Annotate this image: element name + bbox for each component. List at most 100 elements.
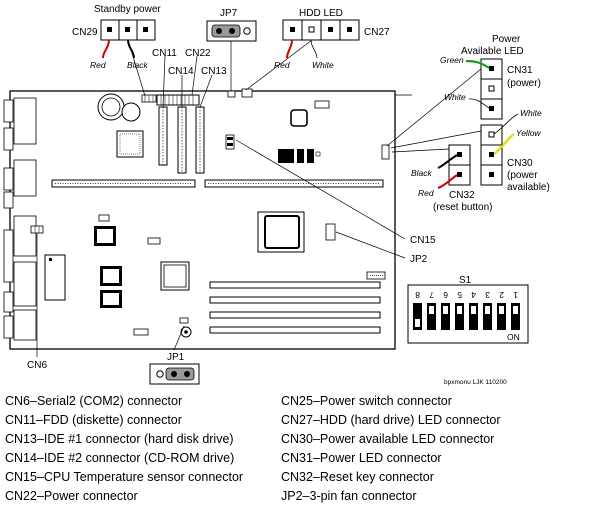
cn15-pointer bbox=[235, 139, 406, 240]
small-chip-b bbox=[147, 237, 161, 245]
chip-left-square bbox=[116, 130, 144, 158]
credit-label: bpxmonu LJK 110200 bbox=[444, 379, 507, 386]
cn30-sub-label-1: (power bbox=[507, 170, 538, 181]
s1-switch-number: 8 bbox=[415, 290, 420, 300]
s1-switch-knob bbox=[499, 306, 504, 314]
cn29-standby-power-connector bbox=[100, 19, 156, 41]
cn11-label: CN11 bbox=[152, 48, 177, 59]
cn13-label: CN13 bbox=[201, 66, 227, 77]
plcc-chip-2 bbox=[100, 266, 122, 286]
legend-item: CN25–Power switch connector bbox=[281, 394, 452, 408]
cn32-red-wire bbox=[437, 174, 458, 189]
cn31-green-wire bbox=[465, 59, 490, 69]
s1-switch-knob bbox=[485, 306, 490, 314]
s1-switch-number: 1 bbox=[513, 290, 518, 300]
s1-switch-knob bbox=[457, 306, 462, 314]
hdd-red-label: Red bbox=[274, 60, 290, 70]
legend-item: CN15–CPU Temperature sensor connector bbox=[5, 470, 244, 484]
legend-item: CN31–Power LED connector bbox=[281, 451, 442, 465]
legend-item: CN6–Serial2 (COM2) connector bbox=[5, 394, 183, 408]
s1-switch-knob bbox=[513, 306, 518, 314]
s1-label: S1 bbox=[459, 275, 472, 286]
cn32-red-label: Red bbox=[418, 188, 434, 198]
s1-switch bbox=[441, 303, 450, 330]
jp1-pointer bbox=[173, 325, 185, 351]
cn31-white-wire bbox=[468, 98, 490, 109]
standby-red-label: Red bbox=[90, 60, 106, 70]
hdd-white-wire bbox=[310, 39, 318, 59]
cpu-socket bbox=[257, 211, 305, 253]
round-component bbox=[121, 102, 141, 122]
expansion-slot-long bbox=[51, 179, 384, 188]
small-chip-a bbox=[98, 214, 110, 222]
standby-red-wire bbox=[102, 39, 110, 59]
s1-switch-number: 3 bbox=[485, 290, 490, 300]
chip-top-right bbox=[290, 109, 308, 127]
power-available-led-label-1: Power bbox=[492, 34, 521, 45]
cn30-sub-label-2: available) bbox=[507, 182, 550, 193]
cn31-sub-label: (power) bbox=[507, 78, 541, 89]
jp1-jumper bbox=[149, 363, 200, 385]
plcc-chip-3 bbox=[100, 290, 122, 308]
buzzer bbox=[180, 326, 192, 338]
small-header-right bbox=[314, 100, 330, 109]
cn30-yellow-wire bbox=[493, 133, 515, 155]
cn30-label: CN30 bbox=[507, 158, 533, 169]
s1-switch bbox=[413, 303, 422, 330]
green-label: Green bbox=[440, 55, 464, 65]
cn31-power-led-connector bbox=[480, 58, 503, 120]
cn32-black-label: Black bbox=[411, 168, 433, 178]
cn25-power-switch-connector bbox=[381, 144, 390, 160]
yellow-label: Yellow bbox=[516, 128, 541, 138]
cn32-black-wire bbox=[437, 154, 458, 169]
jp2-label: JP2 bbox=[410, 254, 428, 265]
standby-power-label: Standby power bbox=[94, 4, 161, 15]
cn15-label: CN15 bbox=[410, 235, 436, 246]
cn27-label: CN27 bbox=[364, 27, 390, 38]
cn14-ide2-connector bbox=[177, 106, 187, 174]
hdd-pointer bbox=[245, 39, 313, 91]
cn31-label: CN31 bbox=[507, 65, 533, 76]
power-available-led-label-2: Available LED bbox=[461, 46, 524, 57]
small-connector-bottom bbox=[179, 317, 189, 324]
hdd-white-label: White bbox=[312, 60, 334, 70]
s1-switch-knob bbox=[443, 306, 448, 314]
small-header-bottom bbox=[133, 328, 149, 336]
s1-switch-number: 2 bbox=[499, 290, 504, 300]
legend-item: CN32–Reset key connector bbox=[281, 470, 434, 484]
memory-slots bbox=[209, 281, 381, 334]
cn29-label: CN29 bbox=[72, 27, 98, 38]
jp2-fan-connector bbox=[325, 223, 336, 241]
cn22-label: CN22 bbox=[185, 48, 211, 59]
cn32-label: CN32 bbox=[449, 190, 475, 201]
cn13-ide1-connector bbox=[195, 106, 205, 174]
legend-item: CN13–IDE #1 connector (hard disk drive) bbox=[5, 432, 234, 446]
hdd-led-label: HDD LED bbox=[299, 8, 343, 19]
jp7-label: JP7 bbox=[220, 8, 238, 19]
s1-switch bbox=[427, 303, 436, 330]
battery bbox=[97, 93, 125, 121]
s1-switch-number: 6 bbox=[443, 290, 448, 300]
s1-switch bbox=[469, 303, 478, 330]
legend-item: JP2–3-pin fan connector bbox=[281, 489, 417, 503]
s1-switch bbox=[483, 303, 492, 330]
dip-chip-left bbox=[44, 254, 66, 301]
cn11-fdd-connector bbox=[158, 106, 168, 166]
hdd-red-wire bbox=[286, 39, 293, 59]
cn32-sub-label: (reset button) bbox=[433, 202, 492, 213]
plcc-chip-1 bbox=[94, 226, 116, 246]
right-pointer-lines bbox=[386, 68, 482, 153]
jp1-label: JP1 bbox=[167, 352, 185, 363]
s1-switch-knob bbox=[471, 306, 476, 314]
jp2-pointer bbox=[335, 231, 406, 259]
cn30-white-label: White bbox=[520, 108, 542, 118]
legend-item: CN11–FDD (diskette) connector bbox=[5, 413, 182, 427]
s1-switch bbox=[511, 303, 520, 330]
cn14-label: CN14 bbox=[168, 66, 194, 77]
cn6-label: CN6 bbox=[27, 360, 47, 371]
s1-switch-number: 4 bbox=[471, 290, 476, 300]
rear-connector-block bbox=[13, 97, 37, 341]
